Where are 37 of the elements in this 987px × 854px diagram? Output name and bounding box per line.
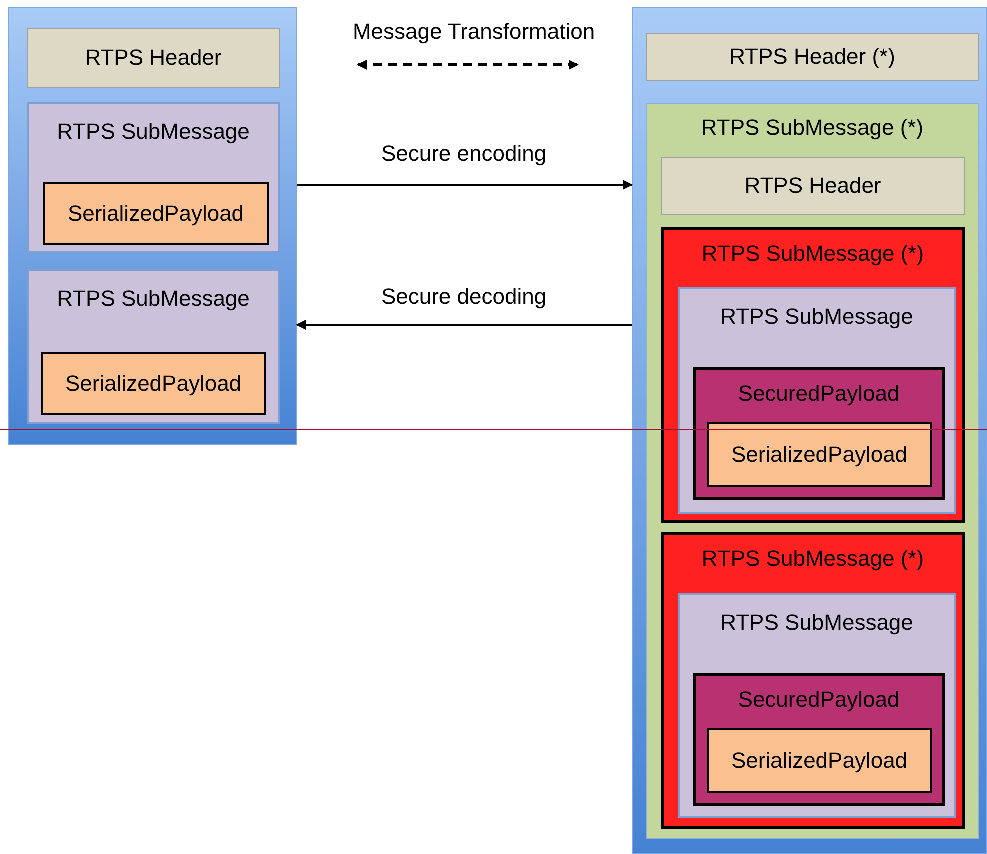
payload-box	[41, 352, 266, 415]
box-title: RTPS Header	[744, 172, 882, 200]
payload-box	[707, 728, 932, 793]
submessage-box	[646, 103, 979, 839]
payload-box	[43, 182, 269, 245]
box-title: SerializedPayload	[731, 440, 908, 468]
arrow	[296, 320, 632, 330]
box-title: RTPS SubMessage (*)	[700, 114, 925, 142]
box-title: SerializedPayload	[731, 746, 908, 774]
box-title: RTPS SubMessage	[56, 118, 251, 146]
header-box	[646, 33, 979, 81]
box-title: RTPS SubMessage (*)	[700, 545, 926, 572]
box-title: SecuredPayload	[737, 686, 901, 714]
message-panel	[8, 7, 297, 445]
message-panel	[632, 7, 987, 854]
arrow	[297, 180, 633, 190]
submessage-box	[678, 287, 956, 514]
box-title: RTPS SubMessage	[720, 609, 914, 636]
submessage-box	[661, 532, 965, 829]
diagram-label: Message Transformation	[352, 18, 596, 46]
submessage-box	[27, 102, 280, 253]
box-title: SerializedPayload	[65, 370, 242, 398]
secured-payload-box	[693, 367, 945, 500]
box-title: RTPS SubMessage (*)	[700, 240, 926, 268]
box-title: RTPS SubMessage	[720, 303, 914, 330]
submessage-box	[661, 227, 965, 523]
box-title: RTPS Header (*)	[730, 43, 896, 71]
box-title: SerializedPayload	[68, 200, 244, 228]
payload-box	[707, 422, 932, 487]
submessage-box	[27, 269, 280, 424]
box-title: RTPS SubMessage	[56, 285, 251, 312]
box-title: SecuredPayload	[737, 380, 901, 408]
header-box	[27, 28, 280, 88]
header-box	[661, 157, 965, 215]
submessage-box	[678, 593, 956, 818]
box-title: RTPS Header	[85, 44, 222, 72]
secured-payload-box	[693, 673, 945, 806]
